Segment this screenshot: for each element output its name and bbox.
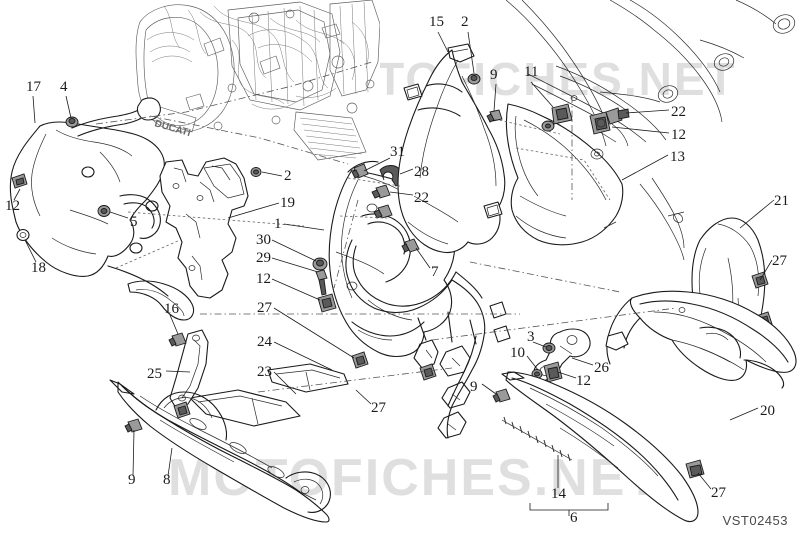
callout-18: 18 xyxy=(31,260,46,276)
callout-16: 16 xyxy=(164,301,179,317)
assembly-centerlines xyxy=(95,61,677,393)
clip-on-belly-pan xyxy=(173,401,191,419)
callout-12-right: 12 xyxy=(671,127,686,143)
callout-17: 17 xyxy=(26,79,41,95)
fastener-9-left xyxy=(124,418,143,433)
document-code: VST02453 xyxy=(722,513,788,528)
part-belly-pan-left-8 xyxy=(109,379,331,523)
fastener-7 xyxy=(401,238,420,253)
callout-5: 5 xyxy=(130,214,138,230)
callout-20: 20 xyxy=(760,403,775,419)
callout-19: 19 xyxy=(280,195,295,211)
screw-29 xyxy=(315,269,328,296)
callout-26: 26 xyxy=(594,360,609,376)
callout-9-upper: 9 xyxy=(490,67,498,83)
fastener-22-a xyxy=(371,184,391,199)
clip-12-right xyxy=(589,111,611,135)
callout-28: 28 xyxy=(414,164,429,180)
callout-27-mid: 27 xyxy=(257,300,272,316)
tail-subframe-outline xyxy=(505,0,796,147)
clip-12-lower xyxy=(543,361,563,383)
callout-24: 24 xyxy=(257,334,272,350)
callout-9-bottom: 9 xyxy=(470,379,478,395)
fastener-2-center xyxy=(250,167,262,177)
callout-27-center: 27 xyxy=(371,400,386,416)
part-left-side-panel xyxy=(9,97,195,321)
hatched-seal-strip xyxy=(501,416,573,462)
clip-12-left xyxy=(11,173,28,189)
callout-23: 23 xyxy=(257,364,272,380)
part-center-heat-shield xyxy=(159,157,249,299)
clip-27-b xyxy=(419,363,437,381)
callout-leaders xyxy=(13,31,775,490)
grommet-11 xyxy=(551,103,573,125)
callout-15: 15 xyxy=(429,14,444,30)
fastener-16 xyxy=(168,332,187,347)
callout-22-mid: 22 xyxy=(414,190,429,206)
callout-7: 7 xyxy=(431,264,439,280)
fastener-31 xyxy=(351,163,369,179)
callout-6: 6 xyxy=(570,510,578,526)
fastener-9-lower xyxy=(492,388,511,403)
callout-29: 29 xyxy=(256,250,271,266)
clip-28 xyxy=(379,165,403,187)
fastener-22-b xyxy=(373,204,393,219)
fastener-22-right xyxy=(605,107,630,125)
fastener-9-upper xyxy=(486,109,503,123)
clip-27-bottom xyxy=(685,459,705,479)
grommet-18 xyxy=(16,228,30,242)
callout-9-left: 9 xyxy=(128,472,136,488)
part-trim-strip-24 xyxy=(267,363,349,393)
part-belly-pan-right-20 xyxy=(605,290,797,389)
callout-12-left: 12 xyxy=(5,198,20,214)
part-side-panel-right-13 xyxy=(505,103,624,246)
callout-4: 4 xyxy=(60,79,68,95)
callout-14: 14 xyxy=(551,486,566,502)
callout-13: 13 xyxy=(670,149,685,165)
callout-27-bottom: 27 xyxy=(711,485,726,501)
part-trim-strip-23 xyxy=(189,389,301,427)
callout-3: 3 xyxy=(527,329,535,345)
tail-piece-fragment xyxy=(639,177,685,261)
clip-12-mid xyxy=(317,293,337,313)
callout-22-right: 22 xyxy=(671,104,686,120)
fastener-4 xyxy=(65,116,79,128)
callout-10: 10 xyxy=(510,345,525,361)
fastener-5 xyxy=(97,205,111,217)
clip-27-a xyxy=(351,351,369,369)
callout-11: 11 xyxy=(524,64,539,80)
part-right-lower-fairing-14 xyxy=(501,371,699,523)
callout-12-bottom: 12 xyxy=(576,373,591,389)
engine-photo-inset: DUCATI xyxy=(132,0,380,162)
callout-21: 21 xyxy=(774,193,789,209)
dimension-bracket-6 xyxy=(529,455,609,516)
callout-30: 30 xyxy=(256,232,271,248)
callout-27-right: 27 xyxy=(772,253,787,269)
grommet-30 xyxy=(312,257,328,271)
callout-2-center: 2 xyxy=(284,168,292,184)
callout-2-top: 2 xyxy=(461,14,469,30)
callout-31: 31 xyxy=(390,144,405,160)
part-upper-right-fairing-15 xyxy=(397,43,506,254)
callout-12-mid: 12 xyxy=(256,271,271,287)
fastener-3 xyxy=(542,342,556,354)
fastener-2-right xyxy=(467,73,481,85)
callout-8: 8 xyxy=(163,472,171,488)
grommet-13-face xyxy=(541,120,555,132)
callout-1: 1 xyxy=(274,216,282,232)
part-support-bracket-25 xyxy=(169,329,209,409)
callout-25: 25 xyxy=(147,366,162,382)
